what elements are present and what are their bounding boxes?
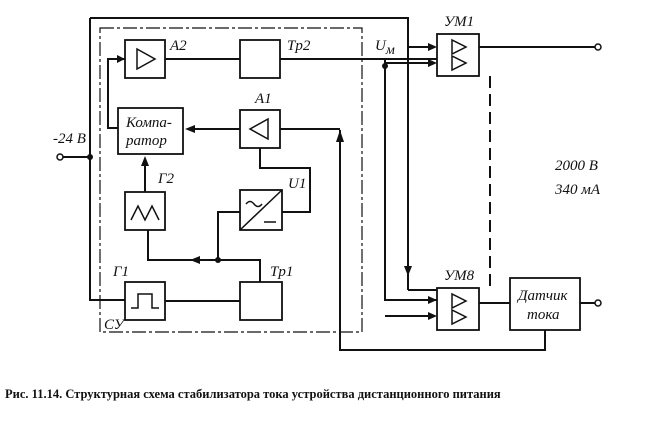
um-bus — [384, 59, 437, 301]
u1-ac-symbol — [245, 200, 263, 208]
comparator-to-a2 — [107, 58, 125, 129]
sensor-output-terminal — [594, 299, 602, 307]
um8-input-arrow — [428, 296, 437, 304]
g1-label: Г1 — [112, 264, 129, 280]
sensor-label-1: Датчик — [516, 288, 569, 304]
comparator-label-2: ратор — [125, 133, 167, 149]
a1-label: A1 — [254, 91, 272, 107]
amplifier-a2-triangle — [136, 47, 157, 71]
um1-triangle-top — [451, 38, 468, 56]
outer-left-line — [89, 18, 125, 301]
amplifier-a2 — [124, 39, 166, 79]
figure-caption: Рис. 11.14. Структурная схема стабилизат… — [5, 387, 501, 401]
voltage-label: 2000 В — [555, 158, 598, 174]
g2-label: Г2 — [157, 171, 175, 187]
tp1-to-g2 — [147, 230, 261, 282]
transformer-tp1 — [239, 281, 283, 321]
current-label: 340 мА — [554, 182, 601, 198]
g2-to-comparator-arrow — [141, 156, 149, 166]
g2-waveform — [130, 204, 160, 222]
u1-diagonal — [239, 189, 283, 231]
sensor-feedback-line — [339, 130, 546, 351]
current-sensor — [509, 277, 581, 331]
a1-to-comparator-arrow — [185, 125, 195, 133]
u1-label: U1 — [288, 176, 306, 192]
um1-output-terminal — [594, 43, 602, 51]
comparator-to-a2-arrow — [117, 55, 125, 63]
um8-label: УМ8 — [444, 268, 475, 284]
control-unit-boundary — [99, 27, 363, 333]
tp2-label: Tp2 — [287, 38, 311, 54]
g1-pulse — [131, 293, 159, 309]
um8-input2-arrow — [428, 312, 437, 320]
comparator — [117, 107, 184, 155]
tp1-label: Tp1 — [270, 264, 293, 280]
u1-to-junction — [217, 211, 240, 260]
tp1-to-g2-arrow — [190, 256, 200, 264]
outer-top-line — [90, 17, 409, 66]
um-label: Uм — [375, 38, 395, 58]
top-to-um8-arrow — [404, 266, 412, 276]
supply-terminal — [56, 153, 64, 161]
a1-to-u1 — [259, 148, 311, 213]
amplifier-a1 — [239, 109, 281, 149]
sensor-feedback-arrow — [336, 130, 344, 142]
generator-g2 — [124, 191, 166, 231]
amplifier-a1-triangle — [248, 117, 269, 141]
um1-input-arrow — [428, 43, 437, 51]
power-amplifier-um8 — [436, 287, 480, 331]
supply-label: -24 В — [53, 131, 86, 147]
um1-triangle-bottom — [451, 54, 468, 72]
um8-triangle-bottom — [451, 308, 468, 326]
um1-input2-arrow — [428, 59, 437, 67]
transformer-tp2 — [239, 39, 281, 79]
um1-label: УМ1 — [444, 14, 474, 30]
power-amplifier-um1 — [436, 33, 480, 77]
a2-label: A2 — [169, 38, 187, 54]
sensor-label-2: тока — [527, 307, 559, 323]
generator-g1 — [124, 281, 166, 321]
control-unit-label: СУ — [104, 317, 126, 333]
supply-junction — [87, 154, 93, 160]
um8-triangle-top — [451, 292, 468, 310]
comparator-label-1: Компа- — [125, 115, 172, 131]
